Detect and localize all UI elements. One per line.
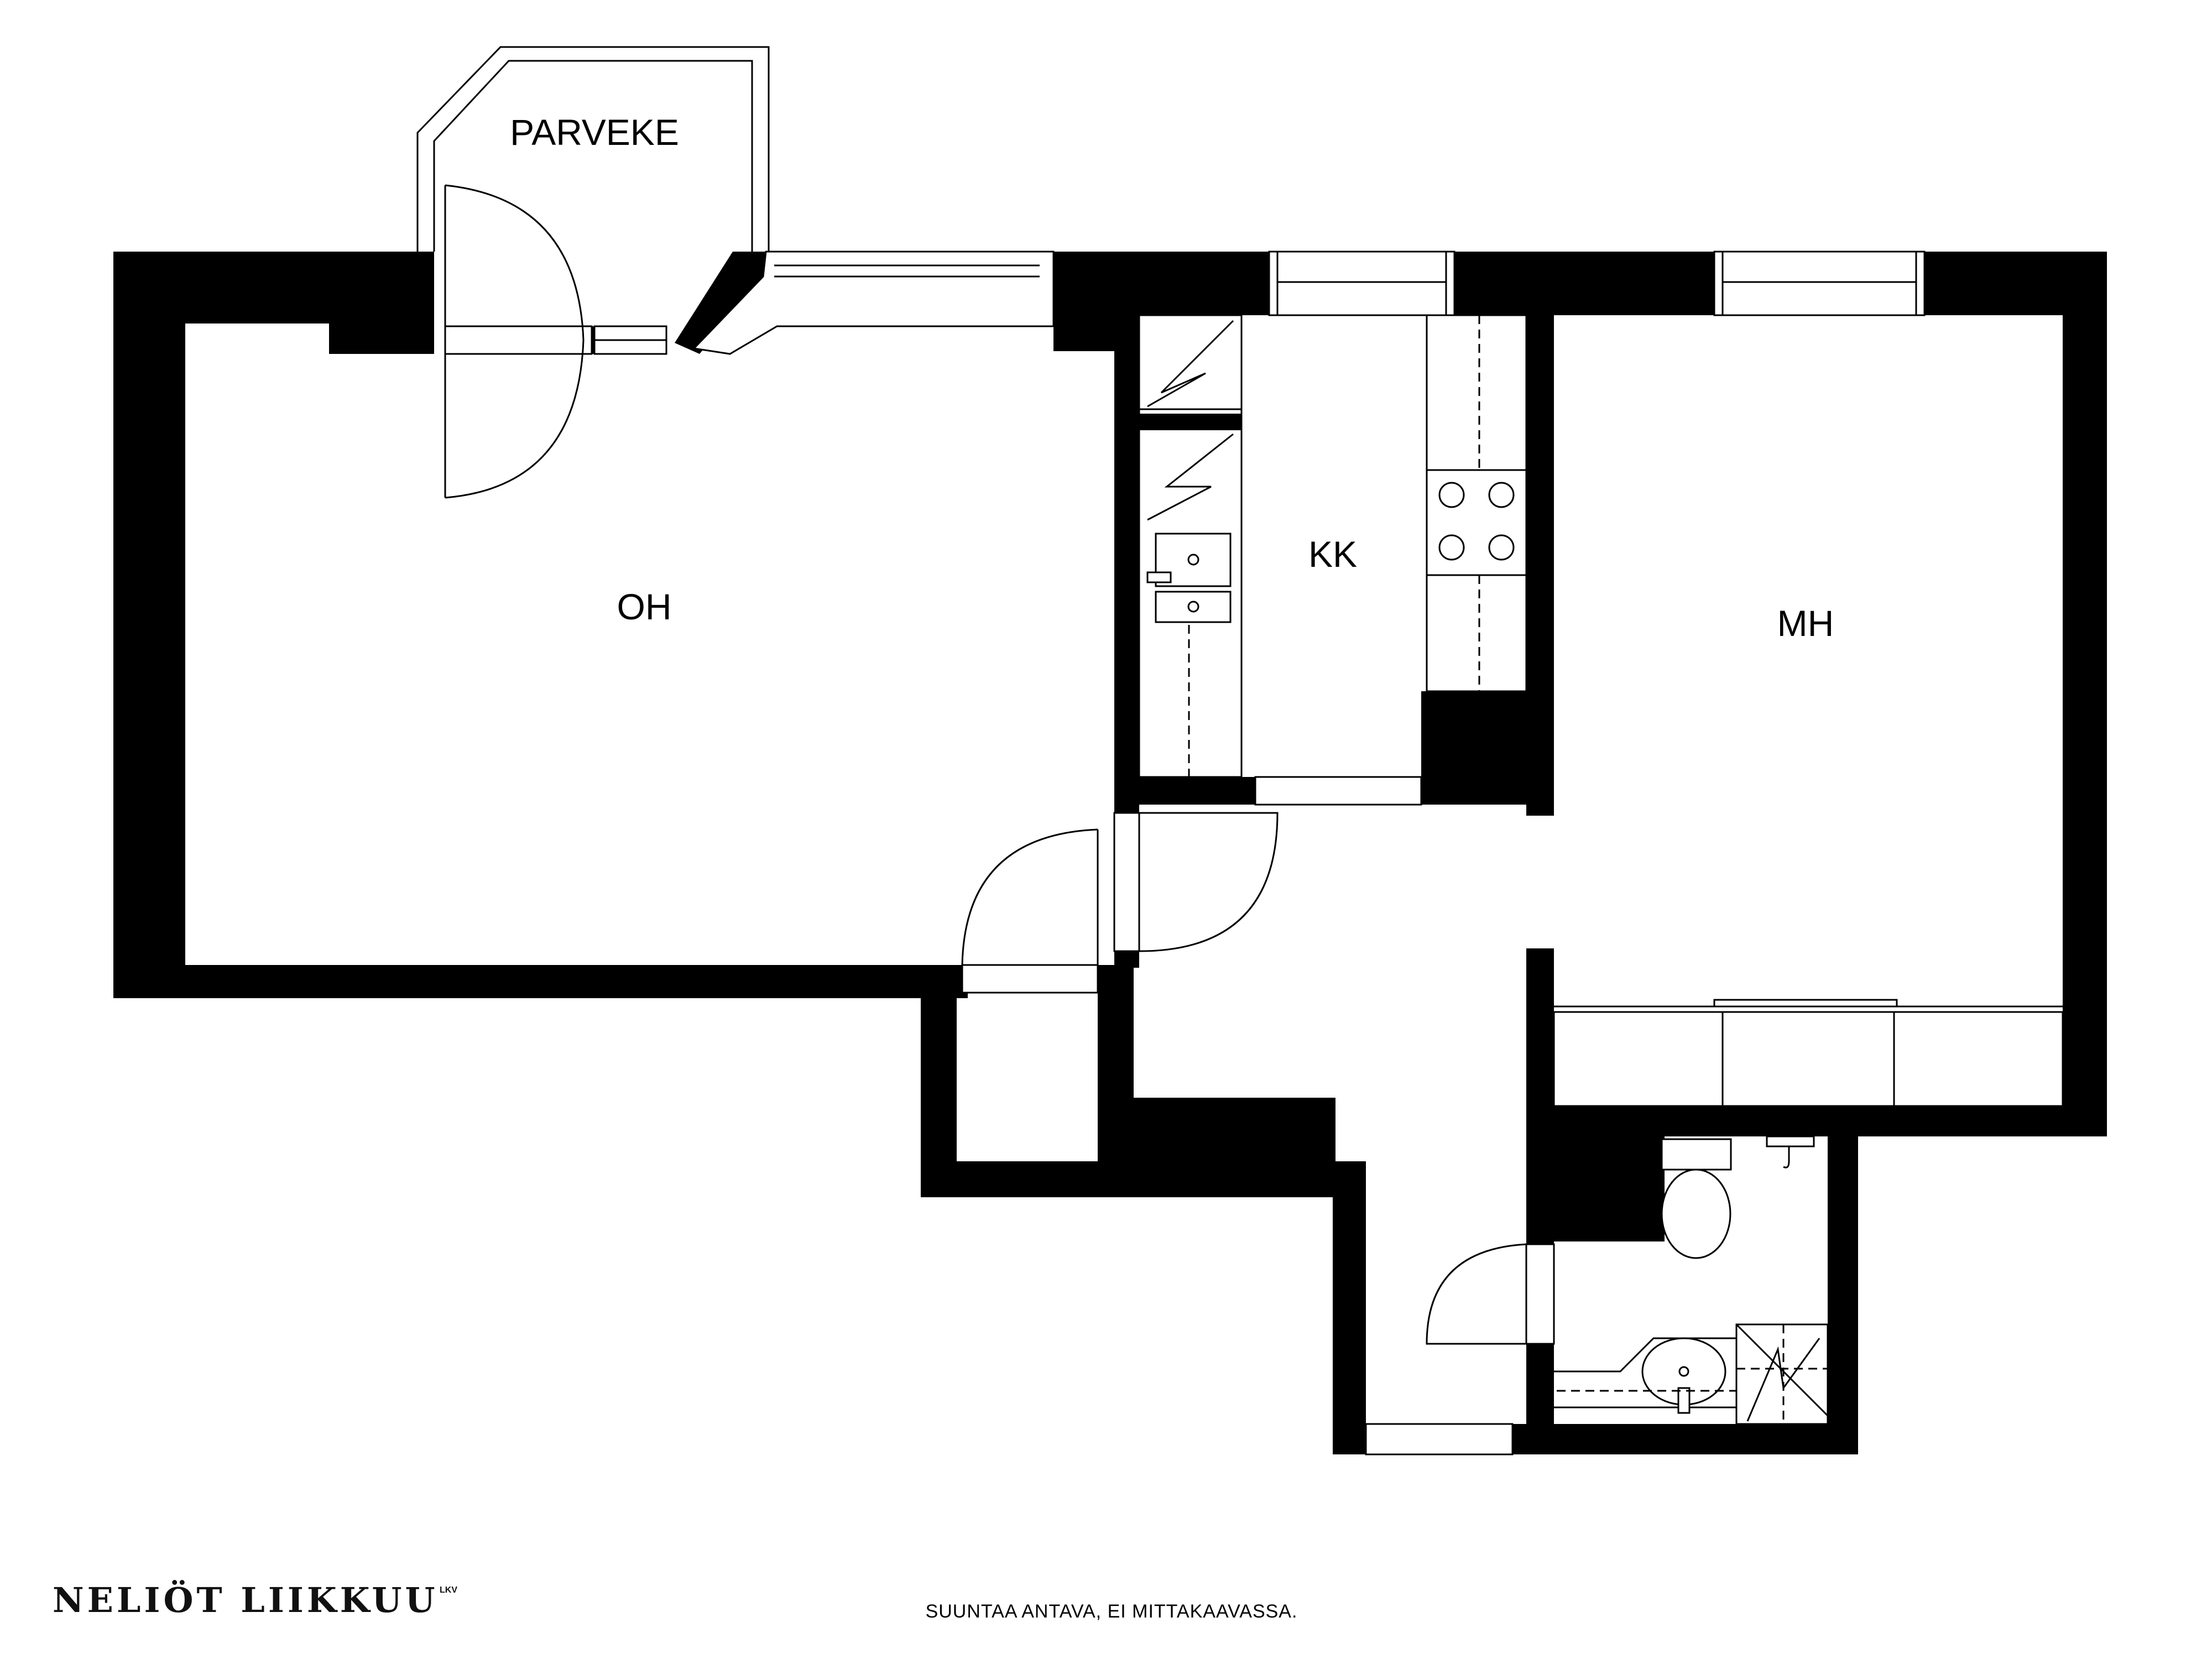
wall-mh-left-lower: [1526, 948, 1554, 1136]
wall-kk-left: [1114, 252, 1139, 805]
wall-hall-left-lower: [1333, 1161, 1366, 1454]
door-balcony: [444, 184, 593, 499]
oven-icon: [1147, 433, 1234, 521]
wall-kk-shelf: [1139, 414, 1241, 430]
wall-oh-left: [113, 252, 185, 998]
window-kk: [1268, 251, 1455, 316]
fridge-icon: [1147, 320, 1234, 408]
wall-hall-right-upper: [1526, 802, 1554, 816]
toilet-icon: [1661, 1138, 1732, 1259]
wall-kk-top-left: [1053, 252, 1269, 315]
door-hall: [1113, 812, 1279, 952]
wall-mh-right: [2063, 252, 2107, 1136]
balcony-outline: [416, 46, 770, 252]
wall-wc-right: [1828, 1106, 1858, 1454]
wall-bay-corner: [675, 252, 766, 354]
entrance-opening: [1365, 1423, 1514, 1455]
wall-mh-top-left: [1526, 252, 1714, 315]
wall-hall-bottom-left: [1333, 1424, 1369, 1454]
brand-logo-suffix: LKV: [440, 1585, 457, 1595]
kitchen-fixtures: [1138, 314, 1527, 778]
door-living-room: [961, 828, 1099, 994]
wall-wc-bottom: [1512, 1424, 1858, 1454]
doors: [444, 184, 1555, 1455]
wall-storage-left: [921, 965, 957, 1197]
bathroom-fixtures: [1554, 1135, 1829, 1425]
wall-kk-right: [1526, 252, 1554, 816]
room-label-balcony: PARVEKE: [510, 112, 679, 153]
room-label-kitchen: KK: [1308, 534, 1357, 575]
opening-kitchen: [1254, 776, 1422, 806]
wall-hall-step: [1134, 1098, 1335, 1161]
scale-disclaimer: SUUNTAA ANTAVA, EI MITTAKAAVASSA.: [926, 1601, 1298, 1622]
bedroom-wardrobes: [1553, 999, 2064, 1107]
shower-icon: [1746, 1338, 1820, 1422]
room-label-bedroom: MH: [1777, 603, 1834, 644]
windows: [593, 251, 1926, 355]
door-bathroom: [1426, 1243, 1555, 1345]
brand-logo: NELIÖT LIIKKUU: [53, 1580, 439, 1620]
wall-storage-bottom: [921, 1161, 1360, 1197]
walls: [113, 252, 2107, 1454]
wall-storage-right: [1098, 965, 1134, 1161]
wall-oh-bottom: [113, 965, 968, 998]
wall-kk-bottom-left: [1114, 777, 1255, 805]
stove-icon: [1426, 469, 1527, 576]
wall-oh-top-pier: [329, 252, 434, 354]
room-label-living-room: OH: [617, 586, 672, 627]
window-mh: [1713, 251, 1926, 316]
